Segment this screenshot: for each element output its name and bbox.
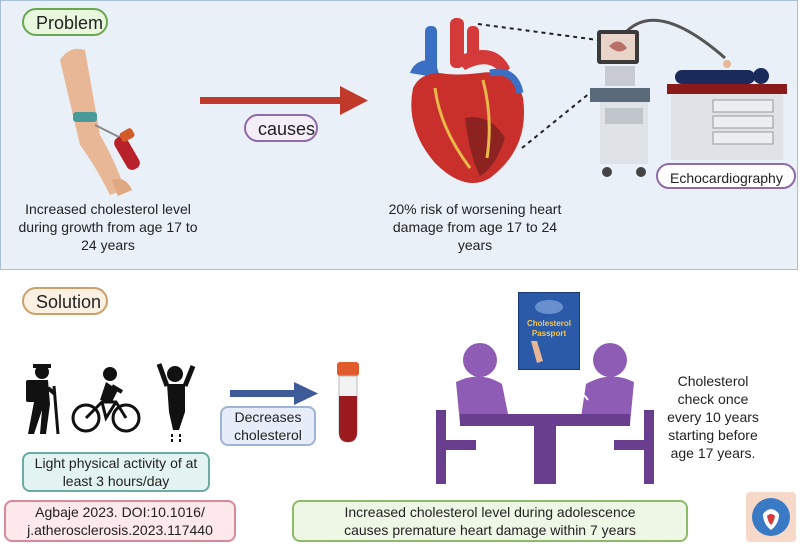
check-text: Cholesterol check once every 10 years st… [667,373,759,461]
consultation-table-icon [436,343,654,484]
hiker-icon [26,364,60,435]
conclusion-box: Increased cholesterol level during adole… [292,500,688,542]
effect-text: 20% risk of worsening heart damage from … [388,201,562,253]
cause-text: Increased cholesterol level during growt… [18,201,198,253]
decreases-arrow [230,382,318,405]
logo-icon [746,492,796,542]
arm-blood-draw-icon [60,48,140,196]
exam-label: Echocardiography [656,163,796,189]
decreases-label: Decreases cholesterol [220,406,316,446]
solution-label: Solution [22,287,108,315]
activity-box: Light physical activity of at least 3 ho… [22,452,210,492]
heart-icon [410,18,525,183]
causes-arrow [200,86,368,115]
passport-title: Cholesterol Passport [526,319,571,338]
jumping-person-icon [156,363,196,444]
causes-label: causes [244,114,318,142]
ultrasound-machine-icon [590,18,787,177]
blood-tube-icon [337,362,359,443]
citation-box: Agbaje 2023. DOI:10.1016/ j.atherosclero… [4,500,236,542]
cyclist-icon [71,367,141,433]
problem-label: Problem [22,8,108,36]
passport-icon: Cholesterol Passport [518,292,580,370]
